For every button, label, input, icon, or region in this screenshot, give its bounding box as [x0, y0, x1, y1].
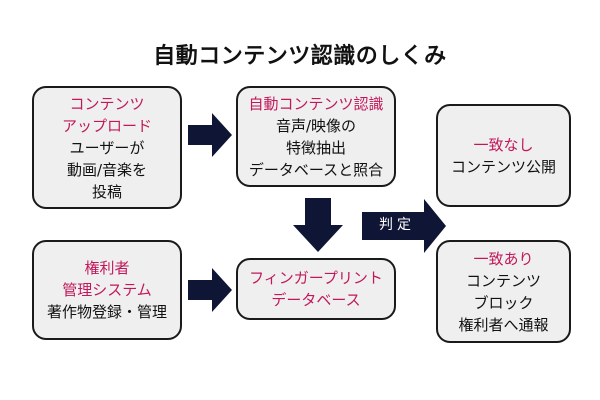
- box-body-line: 著作物登録・管理: [46, 303, 167, 321]
- box-heading-line: 一致あり: [473, 249, 534, 268]
- box-fingerprint-db: フィンガープリントデータベース: [236, 258, 396, 320]
- arrow-rights-to-fingerprint: [188, 268, 232, 312]
- box-content-upload: コンテンツアップロードユーザーが動画/音楽を投稿: [32, 86, 182, 209]
- box-heading-line: データベース: [271, 291, 361, 309]
- box-body-line: コンテンツ公開: [450, 157, 556, 176]
- judge-label: 判定: [379, 217, 415, 233]
- box-body-line: 特徴抽出: [285, 138, 346, 157]
- box-body-line: コンテンツ: [465, 271, 541, 290]
- diagram-title: 自動コンテンツ認識のしくみ: [153, 44, 447, 69]
- arrow-upload-to-detect: [188, 113, 232, 157]
- box-body-line: データベースと照合: [248, 160, 384, 179]
- box-heading-line: 自動コンテンツ認識: [248, 94, 384, 113]
- box-body-line: ブロック: [473, 293, 534, 312]
- box-auto-recognition: 自動コンテンツ認識音声/映像の特徴抽出データベースと照合: [236, 86, 396, 187]
- box-heading-line: コンテンツ: [69, 94, 145, 113]
- box-match: 一致ありコンテンツブロック権利者へ通報: [436, 240, 571, 343]
- box-body-line: 音声/映像の: [275, 116, 357, 135]
- box-heading-line: 一致なし: [473, 135, 534, 154]
- box-body-line: 権利者へ通報: [458, 315, 549, 334]
- box-heading-line: 権利者: [84, 259, 130, 277]
- box-body-line: 動画/音楽を: [66, 160, 148, 179]
- box-rights-management: 権利者管理システム著作物登録・管理: [32, 240, 182, 340]
- box-heading-line: フィンガープリント: [249, 269, 383, 287]
- box-body-line: 投稿: [91, 182, 122, 201]
- box-heading-line: 管理システム: [62, 281, 152, 299]
- box-no-match: 一致なしコンテンツ公開: [436, 104, 571, 207]
- arrow-detect-to-fingerprint: [293, 198, 343, 252]
- box-body-line: ユーザーが: [69, 138, 145, 157]
- box-heading-line: アップロード: [61, 116, 152, 135]
